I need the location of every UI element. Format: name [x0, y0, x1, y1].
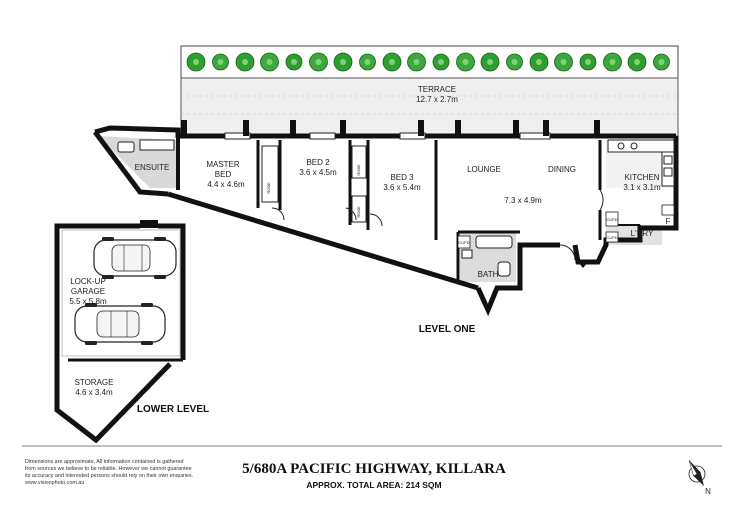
master-bed-label-1: MASTER [206, 160, 240, 169]
lower-level-walls [54, 223, 186, 444]
kitchen-label: KITCHEN [624, 173, 659, 182]
kitchen-fixtures [607, 139, 675, 187]
total-area: APPROX. TOTAL AREA: 214 SQM [306, 480, 441, 490]
robe-label-bed3: ROBE [356, 206, 361, 218]
bath-label: BATH [478, 270, 499, 279]
cupd-label-bath: CUPD [458, 240, 469, 245]
property-title: 5/680A PACIFIC HIGHWAY, KILLARA [242, 461, 506, 477]
cupd-label-kitchen: CUPD [606, 217, 617, 222]
terrace-dims: 12.7 x 2.7m [416, 95, 458, 104]
svg-text:its accuracy and interested pe: its accuracy and interested persons shou… [25, 473, 193, 479]
planter-shrubs [186, 52, 670, 72]
lower-level-label: LOWER LEVEL [137, 404, 209, 415]
bed2-label: BED 2 [306, 158, 330, 167]
shrub [432, 53, 450, 71]
shrub [407, 52, 426, 72]
terrace-columns [181, 120, 600, 136]
shrub [554, 52, 573, 72]
ensuite-fixtures [117, 139, 175, 153]
shrub [506, 53, 523, 71]
bath-cupboard [457, 235, 471, 249]
lounge-label: LOUNGE [467, 165, 501, 174]
storage-dims: 4.6 x 3.4m [75, 388, 113, 397]
shrub [333, 52, 353, 72]
lounge-dining-dims: 7.3 x 4.9m [504, 196, 542, 205]
shrub [456, 52, 475, 72]
kitchen-dims: 3.1 x 3.1m [623, 183, 661, 192]
robe-label-bed2: ROBE [356, 164, 361, 176]
kitchen-cupboard [605, 211, 619, 227]
shrub [186, 52, 206, 72]
bed3-dims: 3.6 x 5.4m [383, 183, 421, 192]
garage-label-1: LOCK-UP [70, 277, 106, 286]
cupd-label-laundry: CUPD [606, 235, 617, 240]
terrace-windows [224, 132, 551, 140]
door-swings [271, 189, 604, 261]
shrub [529, 52, 549, 72]
terrace-paving [181, 95, 678, 115]
terrace-label: TERRACE [418, 85, 456, 94]
robe-label-master: ROBE [266, 182, 271, 194]
shrub [260, 52, 279, 72]
level-one-floor [95, 132, 678, 308]
svg-text:from sources we believe to be: from sources we believe to be reliable. … [25, 466, 192, 472]
fridge-label: F [666, 217, 671, 226]
compass-icon [688, 460, 706, 487]
shrub [212, 53, 229, 71]
laundry-label: L'DRY [631, 229, 654, 238]
master-bed-dims: 4.4 x 4.6m [207, 180, 245, 189]
level-one-label: LEVEL ONE [419, 324, 476, 335]
level-one-walls [93, 125, 679, 317]
compass-label: N [705, 487, 711, 496]
garage-door [140, 220, 158, 228]
garage-interior-line [61, 229, 181, 357]
car-bottom [74, 303, 166, 345]
svg-text:www.visionphoto.com.au: www.visionphoto.com.au [24, 480, 84, 486]
ensuite-label: ENSUITE [135, 163, 170, 172]
dining-label: DINING [548, 165, 576, 174]
disclaimer: Dimensions are approximate. All informat… [24, 459, 193, 486]
shrub [480, 52, 500, 72]
bed3-label: BED 3 [390, 173, 414, 182]
garage-dims: 5.5 x 5.8m [69, 297, 107, 306]
shrub [285, 53, 303, 71]
car-top [93, 237, 177, 279]
shrub [359, 53, 376, 71]
storage-label: STORAGE [75, 378, 114, 387]
shrub [579, 53, 597, 71]
svg-text:Dimensions are approximate. Al: Dimensions are approximate. All informat… [25, 459, 184, 465]
laundry-cupboard [605, 231, 619, 243]
shrub [382, 52, 402, 72]
shrub [309, 52, 328, 72]
shrub [603, 52, 622, 72]
shrub [627, 52, 647, 72]
room-labels-lower: LOCK-UP GARAGE 5.5 x 5.8m STORAGE 4.6 x … [69, 277, 113, 397]
level-one-interior-walls [176, 136, 641, 290]
garage-label-2: GARAGE [71, 287, 105, 296]
entry-arrow-icon [578, 262, 588, 268]
bed2-dims: 3.6 x 4.5m [299, 168, 337, 177]
fridge-space [661, 204, 675, 216]
master-bed-label-2: BED [215, 170, 232, 179]
room-labels-upper: TERRACE 12.7 x 2.7m ENSUITE MASTER BED 4… [135, 85, 671, 279]
shrub [235, 52, 255, 72]
shrub [653, 53, 670, 71]
bath-fixtures [461, 235, 513, 277]
